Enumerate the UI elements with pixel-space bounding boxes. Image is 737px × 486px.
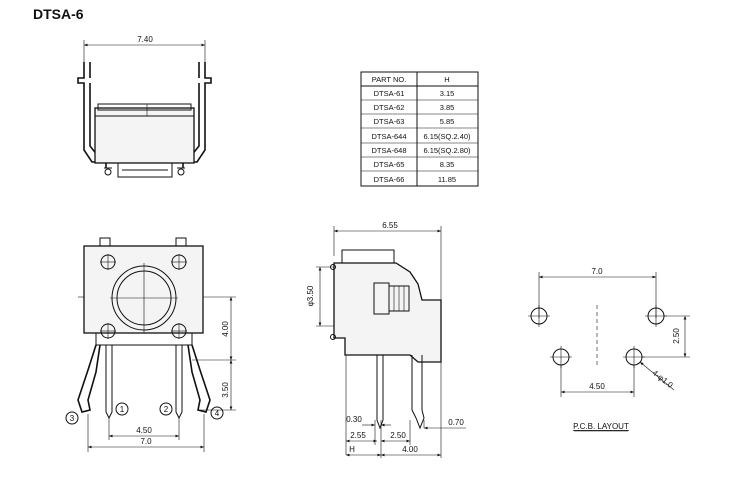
dim-pcb-width: 7.0	[591, 267, 603, 276]
pin-label: 4	[215, 409, 220, 418]
table-cell: DTSA-66	[374, 175, 405, 184]
dim-pcb-height: 2.50	[672, 328, 681, 344]
front-view: 1 2 3 4 4.00 3.50 4.50 7.0	[65, 237, 236, 452]
dim-top-width: 7.40	[137, 35, 153, 44]
dim-side-d5: 4.00	[402, 445, 418, 454]
pcb-layout: 7.0 2.50 4.50 4-φ1.0 P.C.B. LAYOUT	[528, 267, 690, 432]
table-cell: DTSA-65	[374, 160, 405, 169]
table-cell: DTSA-644	[371, 132, 406, 141]
dim-pcb-pitch: 4.50	[589, 382, 605, 391]
dim-side-d4: 2.50	[390, 431, 406, 440]
dim-side-d3: 2.55	[350, 431, 366, 440]
dim-front-h1: 4.00	[221, 321, 230, 337]
dim-side-dia: φ3.50	[306, 285, 315, 306]
table-cell: 11.85	[438, 175, 456, 184]
dim-side-h: H	[349, 445, 355, 454]
table-header-h: H	[444, 75, 449, 84]
dim-front-pitch: 4.50	[136, 426, 152, 435]
table-header-part: PART NO.	[372, 75, 407, 84]
side-view: 6.55 φ3.50 0.30 0.70 2.55	[306, 221, 466, 458]
pin-label: 1	[120, 405, 125, 414]
top-view: 7.40	[77, 35, 212, 178]
table-cell: 6.15(SQ.2.40)	[423, 132, 471, 141]
table-cell: DTSA-63	[374, 117, 405, 126]
dim-pcb-hole: 4-φ1.0	[651, 368, 675, 390]
table-cell: 5.85	[440, 117, 455, 126]
pin-label: 2	[164, 405, 169, 414]
dim-side-width: 6.55	[382, 221, 398, 230]
table-cell: 6.15(SQ.2.80)	[423, 146, 471, 155]
dim-side-d2: 0.70	[448, 418, 464, 427]
pin-label: 3	[70, 414, 75, 423]
table-cell: DTSA-648	[371, 146, 406, 155]
table-cell: DTSA-62	[374, 103, 405, 112]
table-cell: 3.85	[440, 103, 455, 112]
dim-front-width: 7.0	[140, 437, 152, 446]
table-cell: DTSA-61	[374, 89, 405, 98]
table-cell: 3.15	[440, 89, 455, 98]
table-cell: 8.35	[440, 160, 455, 169]
part-table: PART NO. H DTSA-61 3.15 DTSA-62 3.85 DTS…	[360, 71, 479, 187]
dim-front-h2: 3.50	[221, 382, 230, 398]
drawing-title: DTSA-6	[33, 6, 84, 22]
dim-side-d1: 0.30	[346, 415, 362, 424]
pcb-caption: P.C.B. LAYOUT	[573, 422, 629, 431]
